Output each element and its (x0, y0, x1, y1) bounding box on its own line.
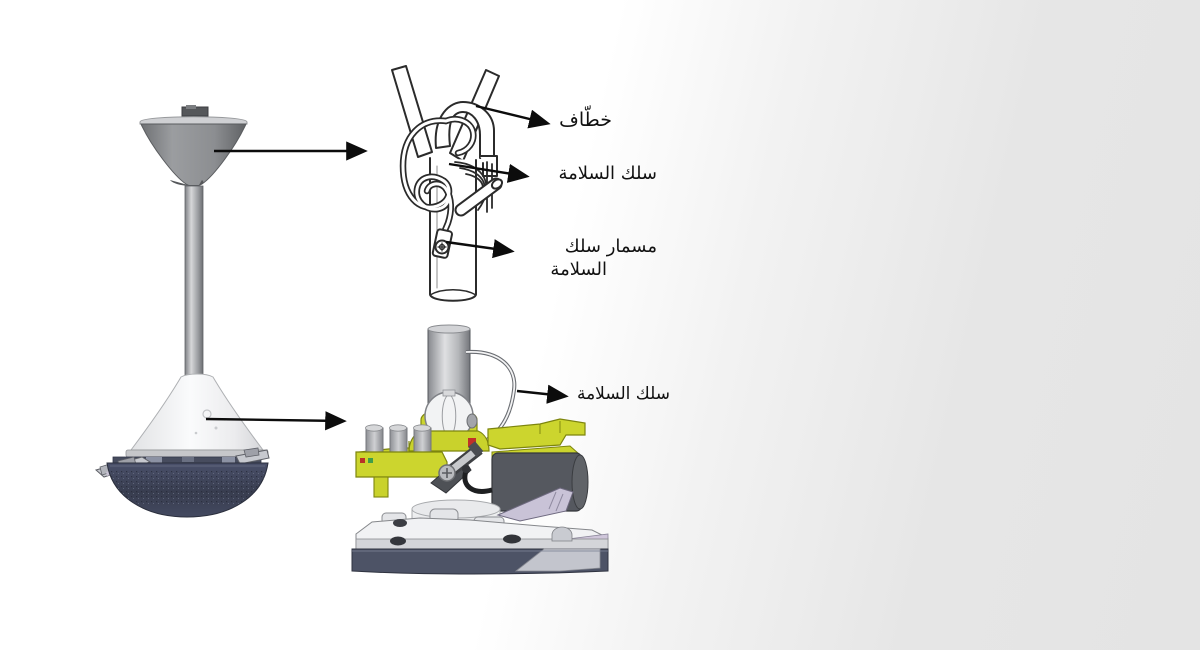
arrow-safety-wire-upper-label (448, 162, 530, 183)
fan-blade (496, 487, 574, 522)
motor-hull (351, 548, 609, 575)
canopy (140, 123, 247, 187)
arrow-hook-label (475, 104, 551, 129)
canopy-rim (139, 116, 248, 125)
cable-ferrule (438, 441, 484, 482)
callout-arrows (205, 104, 569, 431)
red-indicator (468, 438, 476, 447)
mount-detail-illustration (351, 324, 609, 575)
housing-seam-band (355, 526, 609, 550)
arrow-safety-wire-screw-label (445, 239, 515, 259)
motor-housing-cone (130, 373, 264, 451)
downrod (184, 185, 204, 378)
safety-cable-upper (399, 115, 477, 239)
safety-wire-screw-label-line1: مسمار سلك (564, 236, 657, 257)
arrow-housing-to-mount-detail (205, 411, 347, 431)
set-screw-stub (454, 177, 504, 217)
safety-cable-screw (431, 228, 453, 259)
arrow-safety-wire-lower-label (516, 384, 569, 404)
blade-bracket-right (235, 447, 270, 465)
hook-label: خطّاف (559, 109, 612, 131)
hanger-rod-left (391, 65, 433, 158)
hook-detail-illustration (391, 65, 504, 302)
safety-wire-screw-label-line2: السلامة (550, 259, 607, 280)
safety-wire-label-lower: سلك السلامة (576, 384, 670, 404)
ceiling-fan-illustration (94, 105, 270, 518)
terminal-block (355, 424, 448, 498)
safety-wire-label-upper: سلك السلامة (558, 163, 657, 184)
